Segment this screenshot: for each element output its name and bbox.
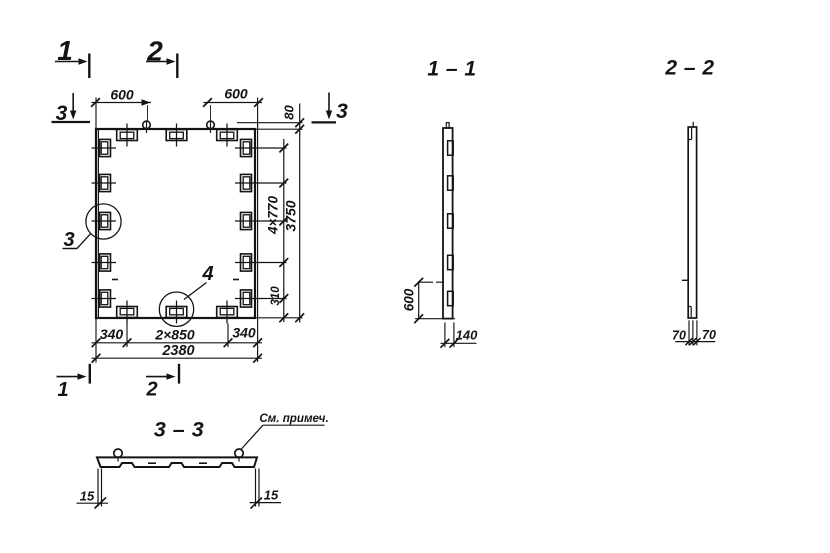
- svg-text:4: 4: [201, 263, 213, 285]
- svg-text:3: 3: [63, 229, 74, 251]
- svg-text:2: 2: [146, 36, 163, 67]
- svg-text:3750: 3750: [283, 200, 299, 231]
- svg-text:2×850: 2×850: [154, 327, 195, 343]
- svg-text:2: 2: [145, 379, 157, 401]
- svg-text:4×770: 4×770: [266, 196, 281, 235]
- svg-text:140: 140: [456, 328, 478, 343]
- svg-text:2 – 2: 2 – 2: [664, 57, 714, 80]
- svg-text:1 – 1: 1 – 1: [427, 58, 476, 81]
- svg-text:3 – 3: 3 – 3: [154, 418, 204, 442]
- svg-text:600: 600: [402, 288, 417, 311]
- svg-text:600: 600: [224, 86, 248, 102]
- svg-text:3: 3: [336, 100, 348, 123]
- svg-text:3: 3: [56, 102, 68, 125]
- svg-text:310: 310: [270, 286, 282, 306]
- svg-text:См. примеч.: См. примеч.: [259, 412, 328, 425]
- svg-text:70: 70: [702, 328, 716, 342]
- svg-text:80: 80: [282, 105, 297, 120]
- svg-text:1: 1: [57, 379, 68, 401]
- svg-text:340: 340: [232, 325, 256, 341]
- svg-text:1: 1: [57, 35, 73, 66]
- svg-text:2380: 2380: [161, 343, 194, 359]
- svg-text:15: 15: [80, 489, 95, 504]
- svg-text:70: 70: [672, 328, 686, 342]
- svg-text:340: 340: [100, 326, 124, 342]
- svg-text:600: 600: [110, 87, 134, 103]
- svg-text:15: 15: [264, 488, 279, 503]
